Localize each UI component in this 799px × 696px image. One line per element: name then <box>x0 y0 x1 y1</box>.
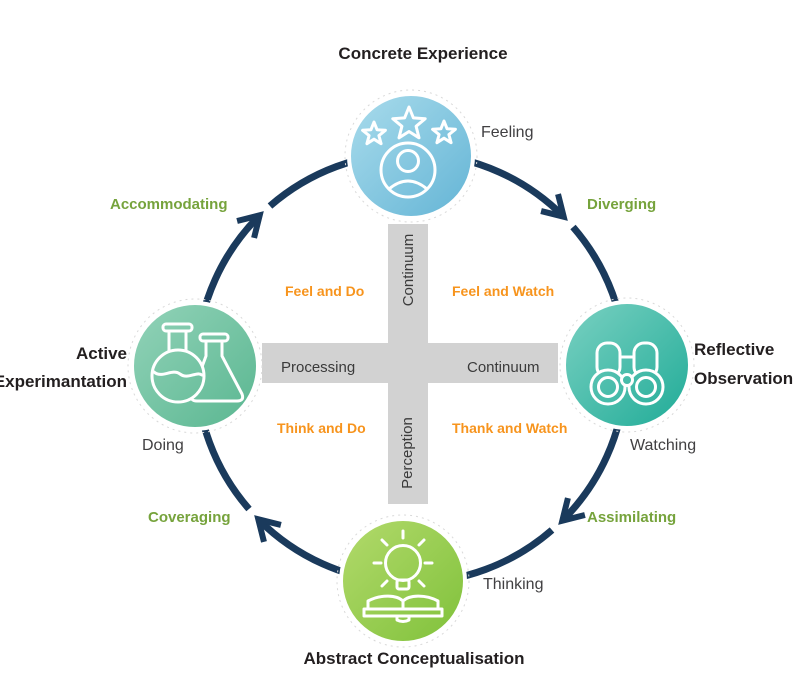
node-title-active-experimantation: Active Experimantation <box>0 340 127 396</box>
style-label-coveraging: Coveraging <box>148 509 231 526</box>
node-circle-right <box>562 300 692 430</box>
mode-label-doing: Doing <box>142 437 184 454</box>
mode-label-thinking: Thinking <box>483 576 544 593</box>
title-line: Reflective <box>694 340 775 359</box>
quadrant-label-thank-and-watch: Thank and Watch <box>452 420 568 436</box>
axis-label-continuum-horizontal: Continuum <box>467 359 540 376</box>
title-line: Observation <box>694 369 794 388</box>
lightbulb-book-icon <box>362 529 444 623</box>
node-title-concrete-experience: Concrete Experience <box>338 44 508 63</box>
style-label-assimilating: Assimilating <box>587 509 677 526</box>
node-title-abstract-conceptualisation: Abstract Conceptualisation <box>303 649 525 668</box>
node-dashed-ring <box>336 514 470 648</box>
axis-label-continuum-vertical: Continuum <box>400 233 417 307</box>
flasks-icon <box>150 322 245 404</box>
quadrant-label-feel-and-watch: Feel and Watch <box>452 283 555 299</box>
style-label-accommodating: Accommodating <box>110 196 228 213</box>
binoculars-icon <box>589 341 665 406</box>
axis-label-perception: Perception <box>399 417 416 489</box>
node-abstract-conceptualisation <box>336 514 470 648</box>
stars-user-icon <box>361 105 457 199</box>
horizontal-axis-bar <box>262 343 558 383</box>
node-concrete-experience <box>344 89 478 223</box>
node-dashed-ring <box>344 89 478 223</box>
mode-label-feeling: Feeling <box>481 124 534 141</box>
axis-label-processing: Processing <box>281 359 356 376</box>
node-reflective-observation <box>559 297 695 433</box>
mode-label-watching: Watching <box>630 437 697 454</box>
quadrant-label-think-and-do: Think and Do <box>277 420 366 436</box>
style-label-diverging: Diverging <box>587 196 657 213</box>
node-dashed-ring <box>127 298 263 434</box>
quadrant-label-feel-and-do: Feel and Do <box>285 283 365 299</box>
title-line: Active <box>75 344 127 363</box>
node-dashed-ring <box>559 297 695 433</box>
title-line: Experimantation <box>0 372 127 391</box>
node-title-reflective-observation: Reflective Observation <box>694 335 793 393</box>
node-active-experimantation <box>127 298 263 434</box>
